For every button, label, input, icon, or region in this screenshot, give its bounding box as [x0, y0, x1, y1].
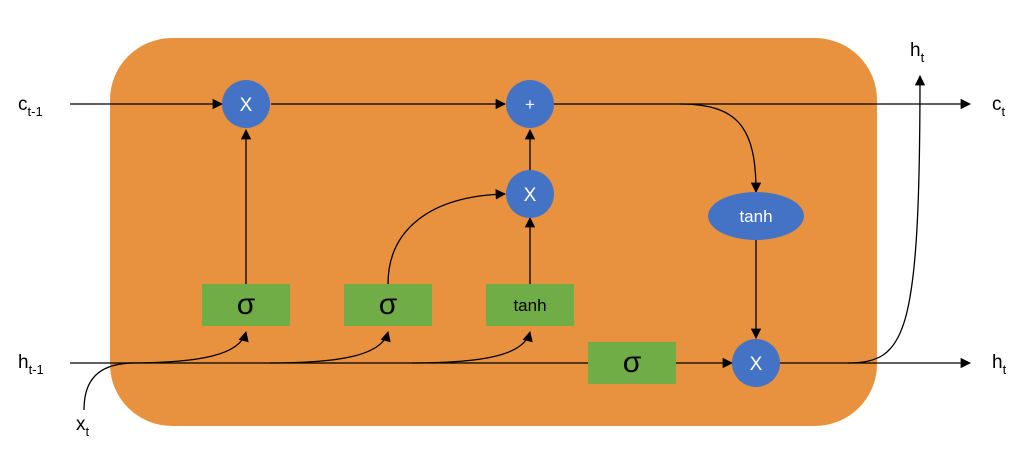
candidate-gate-label: tanh [513, 296, 546, 315]
lstm-cell-body [110, 38, 877, 426]
add-label: + [525, 95, 535, 114]
label-h-t-top: ht [910, 40, 925, 65]
connections [70, 74, 972, 411]
forget-gate: σ [202, 284, 290, 326]
label-c-prev: ct-1 [18, 94, 43, 119]
feed-candidate-gate [411, 330, 533, 364]
label-h-prev: ht-1 [18, 352, 44, 377]
feed-input-gate [269, 330, 391, 364]
label-x-t: xt [76, 414, 90, 439]
add-node: + [506, 80, 554, 128]
forget-multiply-label: X [240, 95, 253, 116]
forget-gate-label: σ [237, 288, 256, 321]
input-gate-up [387, 189, 507, 285]
output-multiply-node: X [732, 339, 780, 387]
cell-tanh-node: tanh [708, 192, 804, 240]
input-gate: σ [344, 284, 432, 326]
x-input-line [83, 362, 133, 411]
output-multiply-label: X [750, 354, 763, 375]
feed-forget-gate [127, 330, 249, 364]
input-multiply-label: X [524, 185, 537, 206]
label-c-t: ct [992, 94, 1006, 119]
output-gate: σ [588, 342, 676, 384]
candidate-gate: tanh [486, 284, 574, 326]
output-gate-label: σ [623, 346, 642, 379]
hidden-up-line [847, 74, 926, 364]
label-h-t-right: ht [992, 352, 1007, 377]
input-gate-label: σ [379, 288, 398, 321]
cell-to-tanh-line [679, 103, 762, 194]
cell-tanh-label: tanh [739, 207, 772, 226]
input-multiply-node: X [506, 170, 554, 218]
forget-multiply-node: X [222, 80, 270, 128]
